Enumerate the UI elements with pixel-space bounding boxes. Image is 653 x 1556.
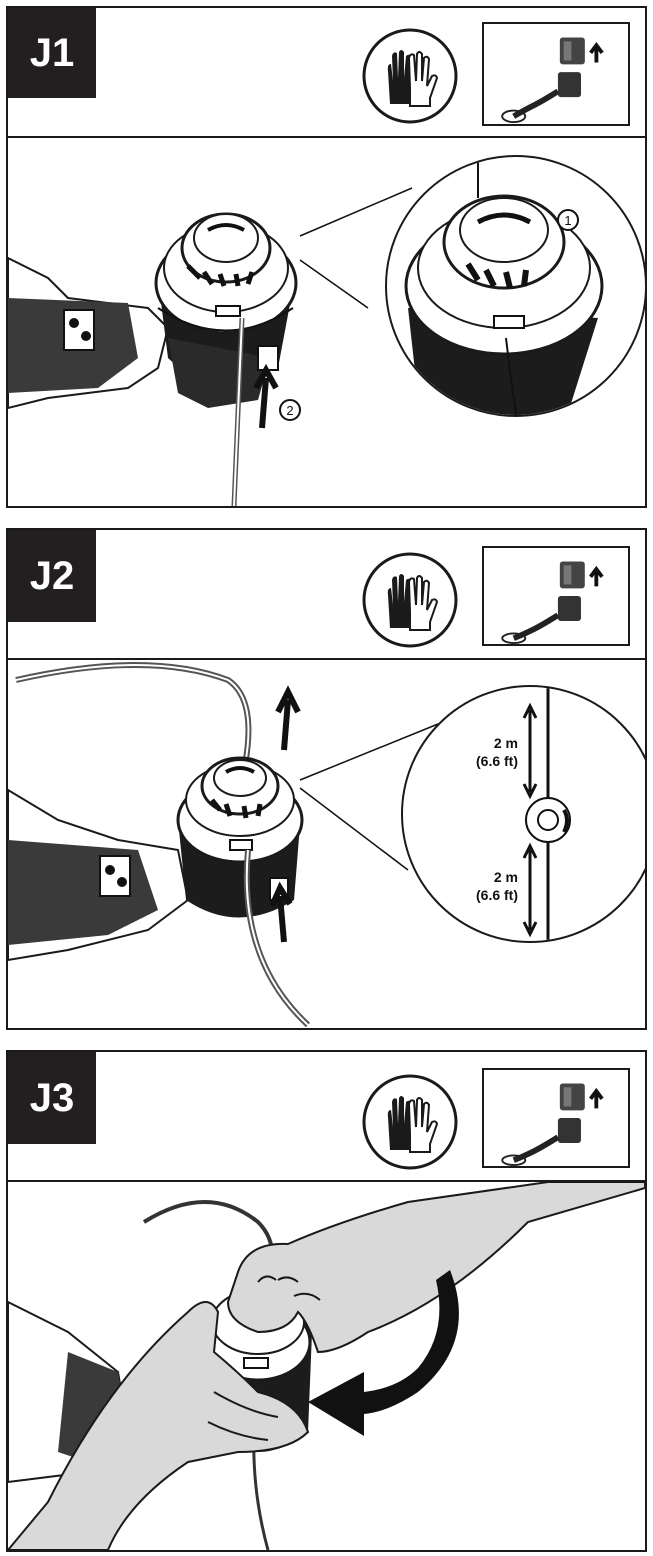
illustration-area: 2 m (6.6 ft) 2 m (6.6 ft) bbox=[8, 660, 645, 1028]
step-panel-j3: J3 bbox=[6, 1050, 647, 1552]
battery-removal-icon bbox=[482, 1068, 630, 1168]
dimension-lower-metric: 2 m bbox=[494, 869, 518, 885]
step-header: J3 bbox=[8, 1052, 645, 1182]
step-number-badge: J2 bbox=[8, 530, 96, 622]
step-header: J1 bbox=[8, 8, 645, 138]
battery-removal-icon bbox=[482, 22, 630, 126]
step-number-badge: J3 bbox=[8, 1052, 96, 1144]
gloves-icon bbox=[360, 1072, 460, 1172]
illustration-area bbox=[8, 1182, 645, 1550]
step-panel-j2: J2 bbox=[6, 528, 647, 1030]
dimension-upper-metric: 2 m bbox=[494, 735, 518, 751]
gloves-icon bbox=[360, 550, 460, 650]
callout-1: 1 bbox=[564, 213, 571, 228]
gloves-icon bbox=[360, 26, 460, 126]
step-panel-j1: J1 bbox=[6, 6, 647, 508]
dimension-upper-imperial: (6.6 ft) bbox=[476, 753, 518, 769]
step-header: J2 bbox=[8, 530, 645, 660]
battery-removal-icon bbox=[482, 546, 630, 646]
step-number-badge: J1 bbox=[8, 8, 96, 98]
illustration-area: 2 1 bbox=[8, 138, 645, 506]
dimension-lower-imperial: (6.6 ft) bbox=[476, 887, 518, 903]
callout-2: 2 bbox=[286, 403, 293, 418]
